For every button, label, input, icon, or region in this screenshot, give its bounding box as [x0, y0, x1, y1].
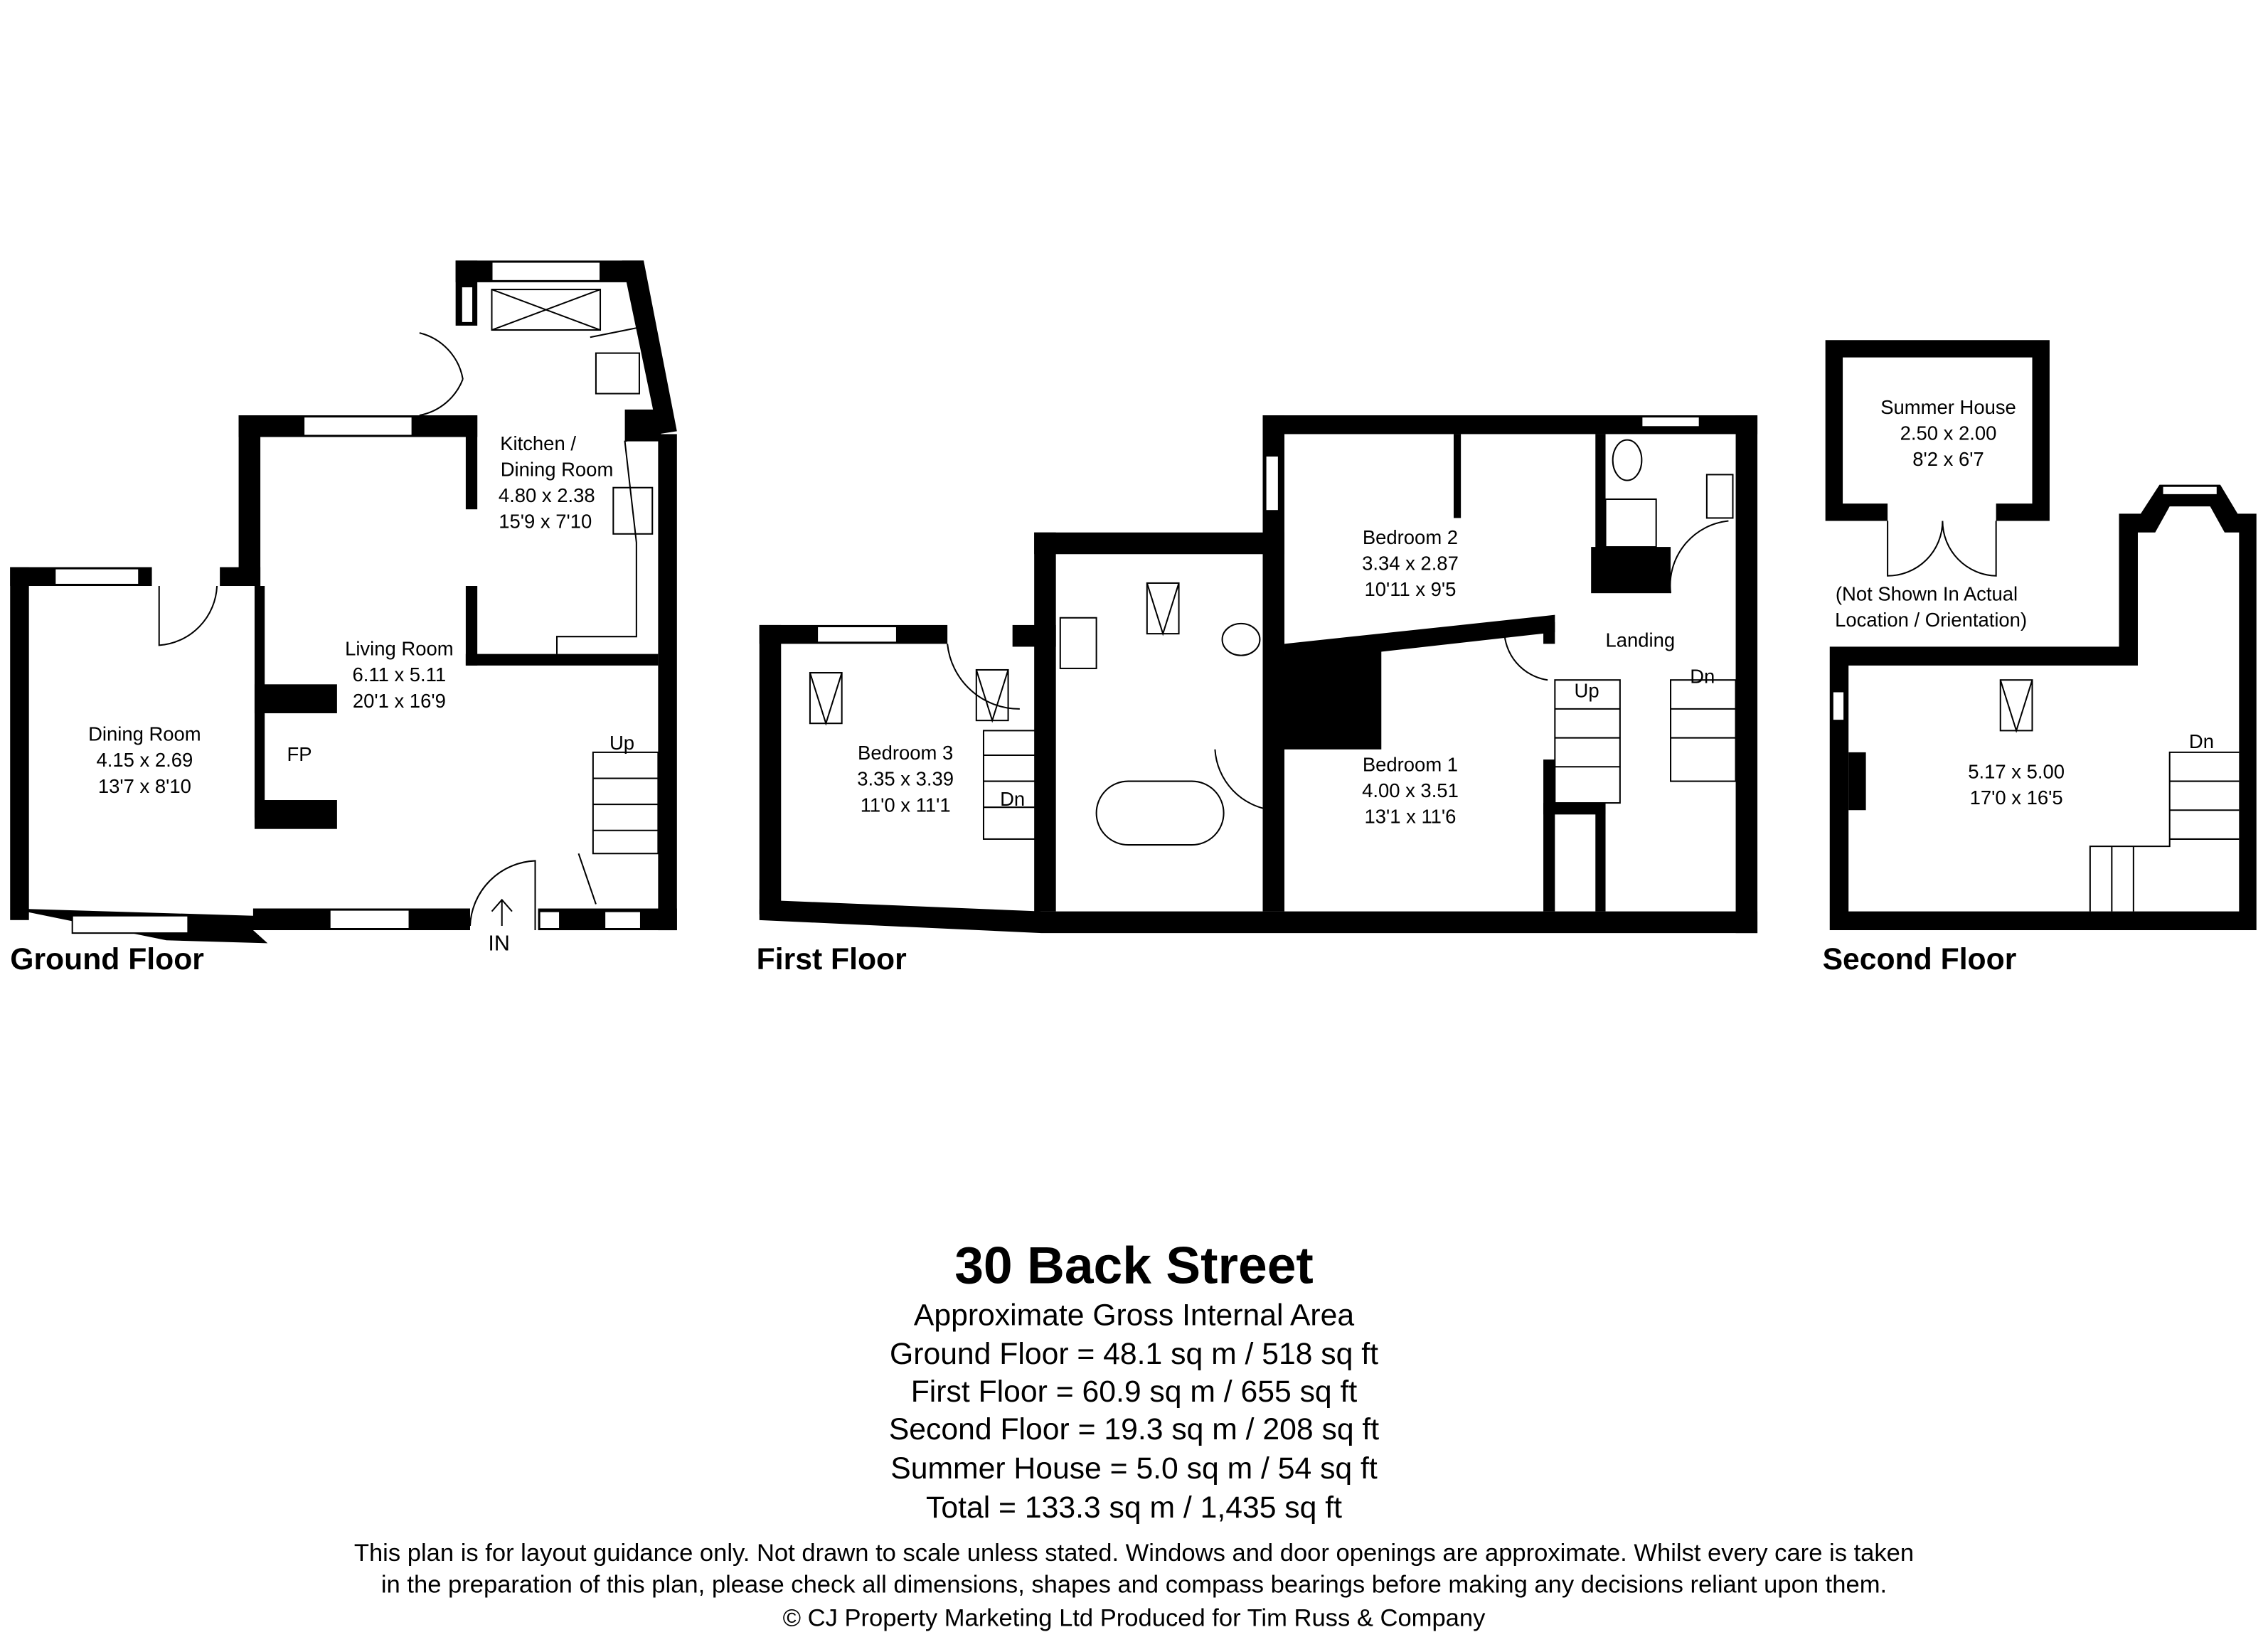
- room-name: Summer House: [1880, 396, 2016, 418]
- room-name: Bedroom 2: [1363, 526, 1458, 548]
- room-metric: 3.35 x 3.39: [857, 768, 954, 790]
- room-metric: 3.34 x 2.87: [1362, 553, 1459, 575]
- fixtures: [809, 439, 1737, 846]
- area-subtitle: Approximate Gross Internal Area: [914, 1298, 1355, 1332]
- room-name: Landing: [1606, 629, 1676, 651]
- room-metric: 4.15 x 2.69: [96, 749, 193, 771]
- property-title: 30 Back Street: [954, 1236, 1314, 1294]
- room-metric: 4.80 x 2.38: [499, 484, 595, 506]
- room-imperial: 13'1 x 11'6: [1364, 806, 1456, 828]
- walls: [1825, 340, 2257, 931]
- room-metric: 6.11 x 5.11: [352, 663, 446, 686]
- stairs-up-label: Up: [1575, 680, 1599, 702]
- area-line: Summer House = 5.0 sq m / 54 sq ft: [890, 1451, 1378, 1486]
- room-name: Dining Room: [88, 723, 201, 745]
- room-name: Bedroom 1: [1363, 753, 1458, 775]
- stairs-down-label: Dn: [1690, 665, 1715, 687]
- floor-label: Second Floor: [1823, 942, 2017, 976]
- disclaimer-line: in the preparation of this plan, please …: [381, 1572, 1887, 1599]
- room-imperial: 20'1 x 16'9: [353, 690, 446, 712]
- disclaimer-line: This plan is for layout guidance only. N…: [354, 1540, 1914, 1567]
- area-line: First Floor = 60.9 sq m / 655 sq ft: [911, 1375, 1358, 1409]
- walls: [10, 260, 677, 944]
- copyright-line: © CJ Property Marketing Ltd Produced for…: [783, 1604, 1486, 1631]
- stairs-down-label: Dn: [2189, 730, 2214, 752]
- entrance-label: IN: [488, 932, 510, 956]
- area-total: Total = 133.3 sq m / 1,435 sq ft: [926, 1491, 1342, 1525]
- fireplace-label: FP: [287, 743, 312, 765]
- room-name: Living Room: [345, 638, 454, 660]
- room-imperial: 10'11 x 9'5: [1364, 578, 1456, 600]
- floor-label: Ground Floor: [10, 942, 204, 976]
- first-floor-plan: Bedroom 3 3.35 x 3.39 11'0 x 11'1 Bedroo…: [757, 415, 1758, 976]
- room-name: Bedroom 3: [858, 742, 953, 764]
- room-imperial: 11'0 x 11'1: [861, 794, 951, 816]
- room-metric: 2.50 x 2.00: [1900, 422, 1997, 444]
- floor-label: First Floor: [757, 942, 907, 976]
- room-imperial: 15'9 x 7'10: [499, 511, 592, 533]
- room-name: Dining Room: [501, 458, 614, 480]
- entrance-arrow-icon: [491, 898, 513, 926]
- ground-floor-plan: Dining Room 4.15 x 2.69 13'7 x 8'10 Livi…: [10, 260, 677, 976]
- location-note: Location / Orientation): [1835, 609, 2027, 631]
- area-line: Second Floor = 19.3 sq m / 208 sq ft: [889, 1412, 1379, 1446]
- room-metric: 5.17 x 5.00: [1968, 761, 2065, 783]
- room-imperial: 17'0 x 16'5: [1970, 787, 2063, 809]
- fixtures: [1887, 521, 2240, 912]
- walls: [759, 415, 1758, 934]
- room-imperial: 8'2 x 6'7: [1912, 448, 1984, 470]
- area-line: Ground Floor = 48.1 sq m / 518 sq ft: [890, 1337, 1378, 1371]
- second-floor-plan: Summer House 2.50 x 2.00 8'2 x 6'7 (Not …: [1823, 340, 2257, 976]
- room-imperial: 13'7 x 8'10: [98, 775, 191, 797]
- stairs-down-label: Dn: [1000, 788, 1025, 810]
- area-summary: 30 Back Street Approximate Gross Interna…: [354, 1236, 1914, 1631]
- room-name: Kitchen /: [500, 432, 576, 454]
- stairs-up-label: Up: [609, 732, 634, 754]
- fixtures: [158, 289, 659, 931]
- location-note: (Not Shown In Actual: [1836, 582, 2018, 604]
- room-metric: 4.00 x 3.51: [1362, 779, 1459, 801]
